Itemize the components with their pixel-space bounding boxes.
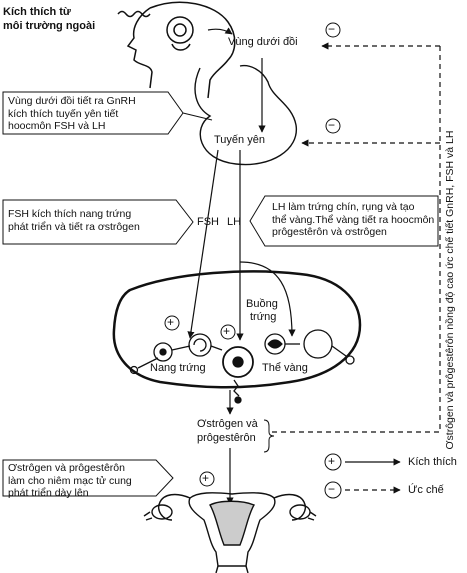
ovary-outline (112, 270, 362, 389)
lh-to-corpus-arrow (239, 261, 296, 337)
ovulation-icon (233, 379, 242, 404)
gnrh-box-text: Vùng dưới đồi tiết ra GnRH kích thích tu… (8, 95, 173, 133)
plus-symbol-uterus (199, 471, 215, 487)
follicle-stages (129, 333, 254, 378)
negative-feedback-line (272, 46, 441, 433)
lh-box-line1: LH làm trứng chín, rụng và tạo (272, 201, 415, 213)
plus-glyph-ovary-1: + (167, 315, 175, 329)
stimulus-label-line2: môi trường ngoài (3, 20, 96, 32)
plus-symbols-ovary (164, 315, 236, 340)
corpus-luteum-label: Thể vàng (262, 362, 308, 374)
lh-box-frame (249, 195, 439, 247)
gnrh-box-line3: hoocmôn FSH và LH (8, 120, 106, 132)
fsh-box-line1: FSH kích thích nang trứng (8, 208, 132, 220)
pituitary-outline (194, 64, 297, 166)
feedback-note: Ơstrôgen và prôgestêrôn nồng độ cao ức c… (444, 130, 456, 450)
gnrh-box-line1: Vùng dưới đồi tiết ra GnRH (8, 95, 136, 107)
legend-plus-glyph: + (328, 454, 336, 468)
follicle-label: Nang trứng (150, 362, 206, 374)
minus-glyph-pituitary: − (328, 118, 336, 132)
fsh-box-text: FSH kích thích nang trứng phát triển và … (8, 208, 183, 233)
ovary-label-line2: trứng (250, 311, 277, 323)
uterus-box-line3: phát triển dày lên (8, 487, 89, 499)
plus-glyph-uterus: + (202, 471, 210, 485)
legend-minus-glyph: − (328, 482, 336, 496)
uterus-box-text: Ơstrôgen và prôgestêrôn làm cho niêm mạc… (8, 462, 168, 500)
hormones-label-line2: prôgestêrôn (197, 432, 256, 444)
fsh-arrow (187, 149, 219, 339)
lh-box-line2: thể vàng.Thể vàng tiết ra hoocmôn (272, 213, 435, 226)
minus-glyph-hypothalamus: − (328, 22, 336, 36)
hormones-label-line1: Ơstrôgen và (197, 418, 258, 430)
head-icon (126, 1, 236, 99)
fsh-box-line2: phát triển và tiết ra ơstrôgen (8, 220, 140, 233)
lh-box-text: LH làm trứng chín, rụng và tạo thể vàng.… (272, 201, 438, 239)
hypothalamus-label: Vùng dưới đồi (228, 36, 298, 48)
legend-plus-circle (324, 453, 342, 471)
pituitary-label: Tuyến yên (214, 134, 265, 146)
gnrh-box-frame (2, 91, 184, 135)
hormones-brace (263, 419, 275, 453)
corpus-luteum-stages (264, 329, 355, 365)
fsh-box-frame (2, 199, 194, 245)
stimulus-label-line1: Kích thích từ (3, 6, 71, 18)
uterus-box-line1: Ơstrôgen và prôgestêrôn (8, 462, 125, 474)
plus-glyph-ovary-2: + (223, 324, 231, 338)
ovary-label-line1: Buồng (246, 298, 278, 310)
head-to-hypothalamus-arrow (207, 27, 233, 35)
gnrh-box-line2: kích thích tuyến yên tiết (8, 107, 119, 120)
lh-label: LH (227, 216, 242, 228)
uterus-icon (143, 492, 317, 573)
fsh-label: FSH (197, 216, 219, 228)
legend-stimulate-label: Kích thích (408, 456, 457, 468)
uterus-box-line2: làm cho niêm mạc tử cung (8, 474, 132, 487)
legend-minus-circle (324, 481, 342, 499)
lh-box-line3: prôgestêrôn và ơstrôgen (272, 226, 387, 238)
legend-inhibit-label: Ức chế (408, 484, 444, 496)
minus-symbols (325, 22, 341, 134)
gnrh-box-pointer (182, 112, 213, 121)
stimulus-squiggle (117, 10, 151, 18)
uterus-box-frame (2, 459, 174, 497)
